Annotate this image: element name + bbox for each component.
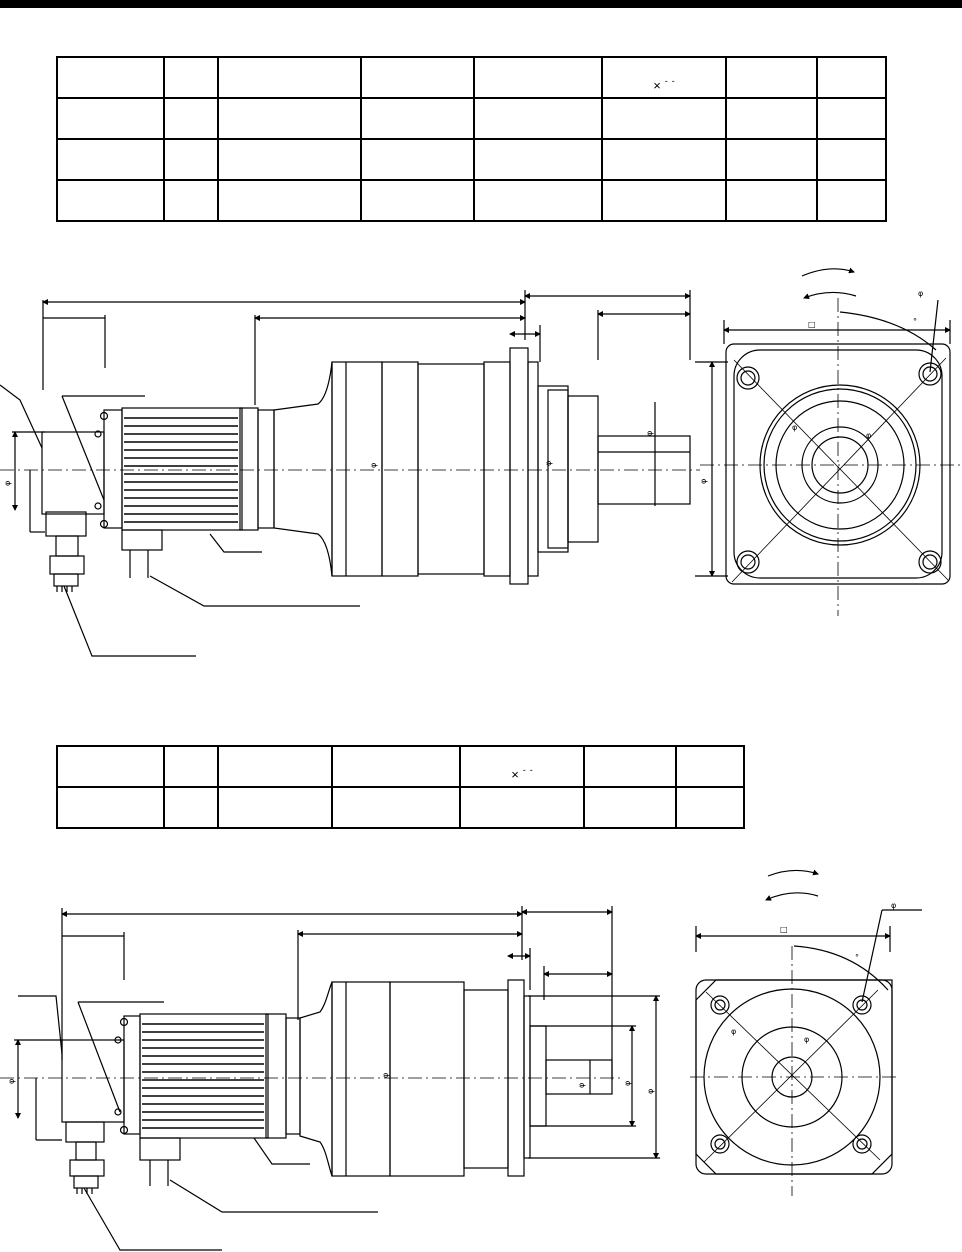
header-cell: [360, 56, 475, 99]
svg-text:φ: φ: [891, 901, 896, 910]
table-cell: [163, 138, 219, 181]
table-cell: [601, 179, 727, 222]
table-cell: [675, 786, 745, 829]
header-cell: [163, 56, 219, 99]
table-cell: [816, 138, 887, 181]
table-header-row: ×--: [56, 56, 887, 99]
svg-text:φ: φ: [866, 431, 871, 440]
table-cell: [331, 786, 461, 829]
svg-text:°: °: [913, 317, 917, 326]
drawing-1-front-labels: φ □ ° φ φ: [792, 289, 923, 440]
multiply-symbol: ×--: [653, 75, 675, 93]
table-cell: [360, 97, 475, 140]
svg-text:φ: φ: [645, 431, 654, 436]
table-cell: [725, 179, 818, 222]
svg-text:φ: φ: [544, 461, 553, 466]
table-cell: [163, 179, 219, 222]
header-cell: [56, 56, 165, 99]
svg-text:φ: φ: [646, 1089, 655, 1094]
header-cell: [163, 745, 219, 788]
drawing-1-side-view: [0, 290, 728, 657]
drawing-2-front-labels: φ □ ° φ φ: [731, 901, 896, 1044]
table-cell: [816, 97, 887, 140]
table-cell: [56, 97, 165, 140]
svg-text:□: □: [780, 925, 788, 934]
header-cell: [217, 56, 362, 99]
table-cell: [163, 786, 219, 829]
header-cell: [217, 745, 333, 788]
table-row: [56, 97, 887, 140]
table-cell: [816, 179, 887, 222]
top-rule: [0, 0, 962, 8]
table-row: [56, 179, 887, 222]
header-cell: ×--: [601, 56, 727, 99]
svg-text:φ: φ: [731, 1027, 736, 1036]
spec-table-2: ×--: [56, 745, 745, 829]
svg-text:φ: φ: [3, 481, 12, 486]
svg-text:φ: φ: [381, 1073, 390, 1078]
table-row: [56, 138, 887, 181]
svg-text:φ: φ: [792, 423, 797, 432]
header-cell: [816, 56, 887, 99]
table-cell: [217, 786, 333, 829]
table-cell: [217, 179, 362, 222]
multiply-symbol: ×--: [511, 764, 533, 782]
table-cell: [217, 97, 362, 140]
svg-text:φ: φ: [577, 1083, 586, 1088]
drawing-2-front-view: [690, 869, 922, 1196]
table-cell: [56, 138, 165, 181]
table-cell: [459, 786, 585, 829]
table-cell: [163, 97, 219, 140]
drawing-2-side-view: [0, 906, 660, 1251]
header-cell: [473, 56, 603, 99]
svg-text:□: □: [808, 320, 816, 329]
svg-text:φ: φ: [918, 289, 923, 298]
svg-text:φ: φ: [623, 1081, 632, 1086]
table-cell: [360, 138, 475, 181]
svg-text:φ: φ: [699, 479, 708, 484]
table-cell: [360, 179, 475, 222]
table-header-row: ×--: [56, 745, 745, 788]
drawing-1-front-view: [700, 267, 960, 616]
svg-text:φ: φ: [7, 1079, 16, 1084]
svg-text:°: °: [855, 953, 859, 962]
table-cell: [725, 138, 818, 181]
header-cell: [583, 745, 677, 788]
svg-text:φ: φ: [804, 1035, 809, 1044]
table-row: [56, 786, 745, 829]
table-cell: [473, 138, 603, 181]
spec-table-1: ×--: [56, 56, 887, 222]
table-cell: [583, 786, 677, 829]
table-cell: [217, 138, 362, 181]
drawing-1-diameter-labels: φ φ φ φ φ: [3, 431, 708, 486]
svg-text:φ: φ: [369, 463, 378, 468]
header-cell: [56, 745, 165, 788]
table-cell: [56, 179, 165, 222]
table-cell: [601, 138, 727, 181]
table-cell: [56, 786, 165, 829]
table-cell: [473, 97, 603, 140]
header-cell: [331, 745, 461, 788]
table-cell: [473, 179, 603, 222]
table-cell: [601, 97, 727, 140]
drawing-2-diameter-labels: φ φ φ φ φ: [7, 1073, 655, 1094]
header-cell: ×--: [459, 745, 585, 788]
table-cell: [725, 97, 818, 140]
header-cell: [725, 56, 818, 99]
header-cell: [675, 745, 745, 788]
